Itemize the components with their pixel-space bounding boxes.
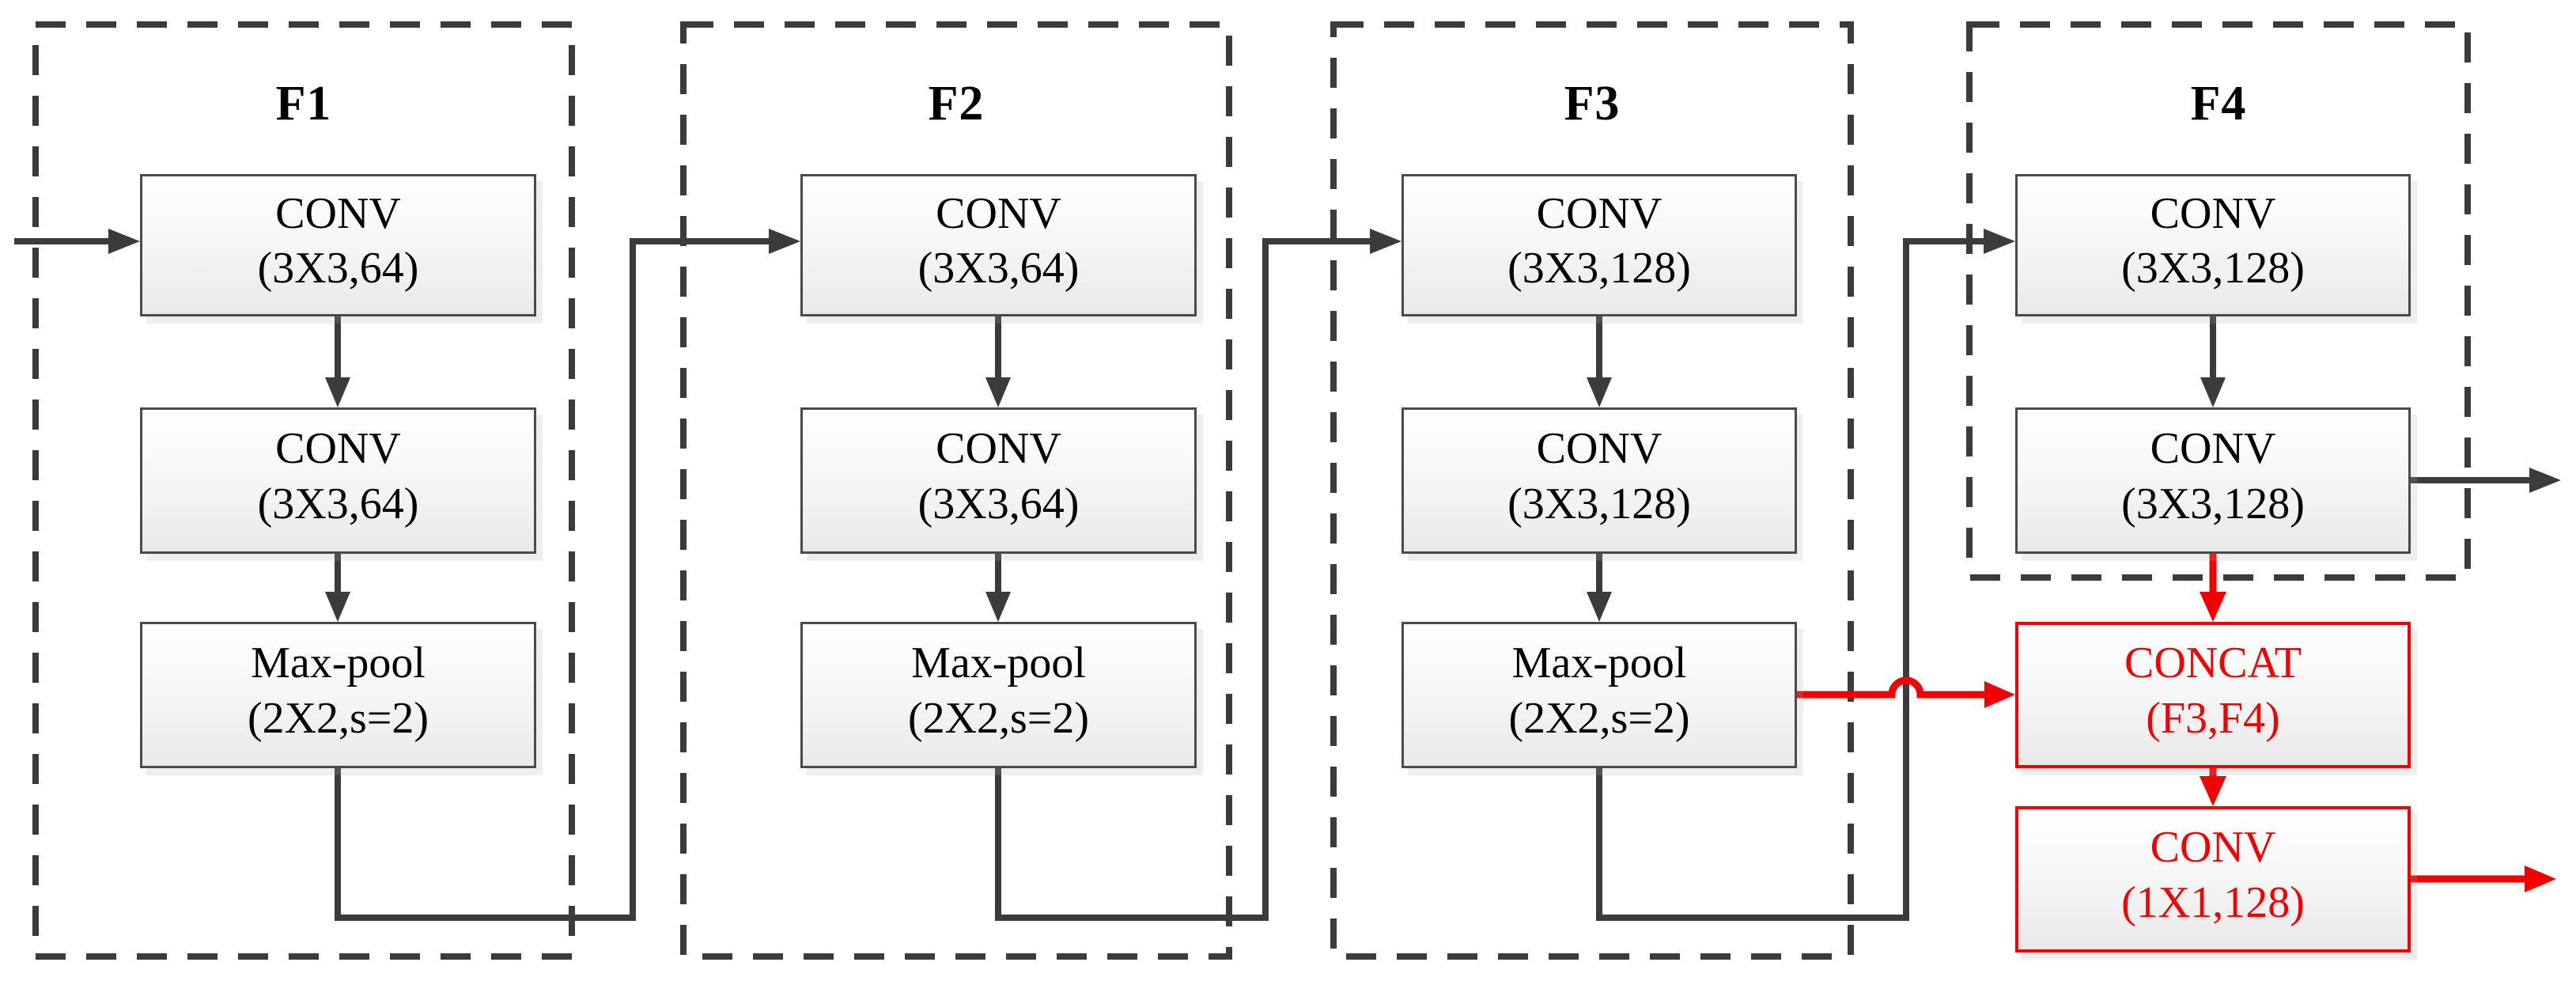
group-f2-label: F2 (928, 77, 985, 131)
f2-conv2-arrowhead (985, 377, 1011, 407)
box-f3-conv1: CONV (3X3,128) (1401, 174, 1797, 316)
box-f1-maxpool: Max-pool (2X2,s=2) (140, 622, 536, 768)
group-f4-dashed-frame (1966, 21, 2471, 581)
box-f4-conv2-line1: CONV (2150, 424, 2276, 474)
box-fusion-conv-line2: (1X1,128) (2121, 877, 2305, 927)
box-f3-conv2-line2: (3X3,128) (1507, 479, 1691, 528)
f3-conv2-arrowhead (1587, 377, 1612, 407)
group-f4-label: F4 (2190, 77, 2247, 131)
box-f1-conv2-line2: (3X3,64) (257, 479, 419, 528)
f3-input-arrowhead (1370, 229, 1401, 254)
box-f3-conv2: CONV (3X3,128) (1401, 407, 1797, 554)
box-f1-conv1-line1: CONV (275, 188, 401, 238)
f4-conv2-arrowhead (2200, 377, 2226, 407)
f3-maxpool-arrowhead (1587, 592, 1612, 622)
concat-left-arrowhead (1984, 681, 2015, 708)
box-fusion-conv-line1: CONV (2150, 823, 2276, 873)
f3-maxpool-to-concat-line (1797, 676, 1984, 699)
f3-to-f4-routing-line (1596, 238, 1984, 921)
group-f3-label: F3 (1564, 77, 1621, 131)
f1-conv2-arrowhead (325, 377, 350, 407)
box-f2-maxpool: Max-pool (2X2,s=2) (800, 622, 1197, 768)
group-f1-dashed-frame (32, 21, 575, 960)
box-f2-conv2-line2: (3X3,64) (917, 479, 1080, 528)
box-f1-conv1: CONV (3X3,64) (140, 174, 536, 316)
box-fusion-conv: CONV (1X1,128) (2015, 806, 2411, 953)
box-concat: CONCAT (F3,F4) (2015, 622, 2411, 768)
f4-output-arrowhead (2529, 468, 2561, 493)
box-f2-conv1-line2: (3X3,64) (917, 244, 1080, 293)
box-f3-conv2-line1: CONV (1536, 424, 1662, 474)
box-f3-maxpool: Max-pool (2X2,s=2) (1401, 622, 1797, 768)
box-concat-line1: CONCAT (2124, 638, 2302, 688)
concat-top-arrowhead (2200, 592, 2226, 622)
box-f1-maxpool-line2: (2X2,s=2) (247, 693, 429, 743)
f1-maxpool-arrowhead (325, 592, 350, 622)
input-arrowhead (108, 229, 140, 254)
box-f4-conv1-line1: CONV (2150, 188, 2276, 238)
box-f4-conv2: CONV (3X3,128) (2015, 407, 2411, 554)
group-f3-dashed-frame (1330, 21, 1854, 960)
f2-to-f3-routing-line (995, 238, 1371, 921)
box-f4-conv1: CONV (3X3,128) (2015, 174, 2411, 316)
box-f1-conv1-line2: (3X3,64) (257, 244, 419, 293)
f2-input-arrowhead (769, 229, 800, 254)
box-f2-conv2-line1: CONV (936, 424, 1061, 474)
group-f2-dashed-frame (680, 21, 1232, 960)
box-f1-conv2-line1: CONV (275, 424, 401, 474)
fusion-conv-arrowhead (2200, 776, 2226, 806)
box-f3-maxpool-line1: Max-pool (1511, 638, 1687, 688)
box-f4-conv1-line2: (3X3,128) (2121, 244, 2305, 293)
box-f2-maxpool-line2: (2X2,s=2) (907, 693, 1090, 743)
group-f1-label: F1 (275, 77, 332, 131)
f2-maxpool-arrowhead (985, 592, 1011, 622)
box-concat-line2: (F3,F4) (2146, 693, 2280, 743)
box-f2-conv1-line1: CONV (936, 188, 1061, 238)
box-f2-conv2: CONV (3X3,64) (800, 407, 1197, 554)
box-f4-conv2-line2: (3X3,128) (2121, 479, 2305, 528)
box-f3-maxpool-line2: (2X2,s=2) (1508, 693, 1690, 743)
box-f3-conv1-line1: CONV (1536, 188, 1662, 238)
f1-to-f2-routing-line (335, 238, 770, 921)
box-f2-maxpool-line1: Max-pool (911, 638, 1086, 688)
box-f1-conv2: CONV (3X3,64) (140, 407, 536, 554)
box-f2-conv1: CONV (3X3,64) (800, 174, 1197, 316)
fusion-output-arrowhead (2525, 865, 2556, 892)
box-f3-conv1-line2: (3X3,128) (1507, 244, 1691, 293)
f4-input-arrowhead (1984, 229, 2015, 254)
box-f1-maxpool-line1: Max-pool (251, 638, 426, 688)
